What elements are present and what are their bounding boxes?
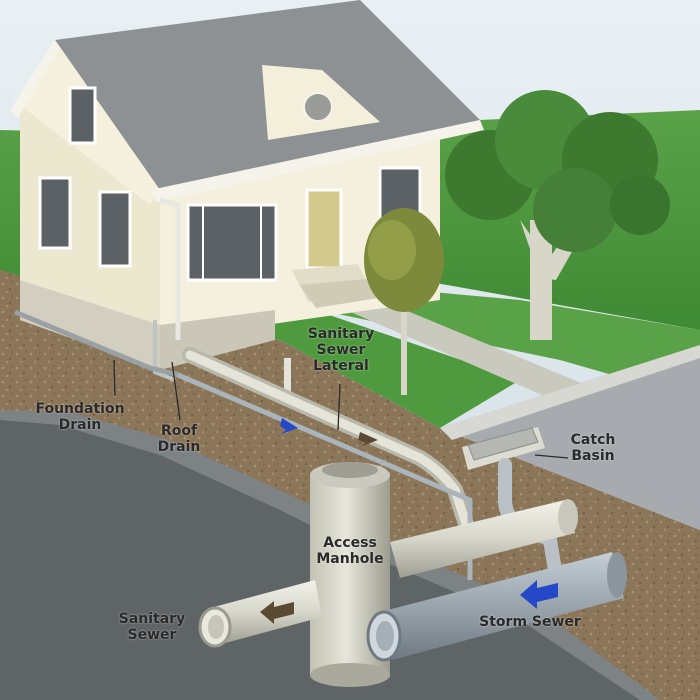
label-sanitary-sewer-lateral: Sanitary Sewer Lateral	[298, 326, 384, 374]
tree-canopy-5	[610, 175, 670, 235]
label-line: Drain	[58, 417, 102, 433]
roof-drain-flow-arrow	[280, 418, 298, 434]
front-window-main	[186, 203, 278, 282]
label-line: Storm Sewer	[479, 614, 581, 630]
label-line: Catch	[570, 432, 616, 448]
small-tree-canopy-2	[368, 220, 416, 280]
label-line: Foundation	[35, 401, 125, 417]
label-foundation-drain: Foundation Drain	[28, 401, 132, 433]
front-steps-lower	[300, 279, 378, 308]
label-catch-basin: Catch Basin	[560, 432, 626, 464]
storm-sewer-end	[607, 552, 627, 598]
storm-sewer-pipe	[380, 552, 624, 660]
tree-canopy-4	[533, 168, 617, 252]
storm-flow-arrow	[520, 580, 558, 609]
foundation-drain-pipe	[14, 309, 181, 378]
manhole-cover	[322, 462, 378, 478]
label-line: Manhole	[316, 551, 384, 567]
label-roof-drain: Roof Drain	[150, 423, 208, 455]
curb	[440, 345, 700, 440]
side-window-right	[98, 190, 132, 268]
label-sanitary-sewer: Sanitary Sewer	[110, 611, 194, 643]
label-line: Sewer	[316, 342, 366, 358]
front-door	[305, 188, 343, 270]
leader-catch-basin	[534, 454, 569, 459]
front-lawn-low	[160, 305, 520, 428]
dormer-vent	[303, 92, 333, 122]
street	[440, 345, 700, 530]
sewage-flow-arrow	[260, 601, 294, 624]
label-storm-sewer: Storm Sewer	[468, 614, 592, 630]
storm-sewer-opening-inner	[376, 621, 394, 651]
label-line: Sanitary	[307, 326, 375, 342]
leader-roof-drain	[171, 361, 181, 421]
roof-edge-side	[10, 40, 60, 118]
sanitary-main-pipe-back	[390, 500, 575, 578]
label-line: Access	[323, 535, 377, 551]
catch-basin-grate	[467, 427, 539, 461]
downspout-underground	[153, 320, 176, 382]
small-tree-trunk	[401, 285, 407, 395]
label-line: Basin	[571, 448, 615, 464]
label-line: Drain	[157, 439, 201, 455]
sanitary-main-pipe-end	[558, 499, 578, 535]
gutter-downspout	[159, 197, 181, 340]
label-access-manhole: Access Manhole	[305, 535, 395, 567]
sanitary-lateral-pipe-highlight	[185, 350, 473, 535]
house-foundation	[20, 280, 160, 370]
lateral-flow-arrow	[358, 432, 378, 447]
sanitary-pipe-opening-inner	[208, 615, 224, 639]
leader-foundation-drain	[113, 359, 116, 397]
side-window-top	[68, 86, 97, 145]
manhole-bottom	[310, 663, 390, 687]
label-line: Lateral	[313, 358, 369, 374]
label-line: Roof	[160, 423, 198, 439]
side-window-left	[38, 176, 72, 250]
label-line: Sewer	[127, 627, 177, 643]
cleanout-post	[284, 358, 291, 394]
sidewalk	[300, 285, 610, 405]
leader-sanitary-lateral	[337, 383, 341, 431]
label-line: Sanitary	[118, 611, 186, 627]
roof-edge	[150, 120, 484, 202]
